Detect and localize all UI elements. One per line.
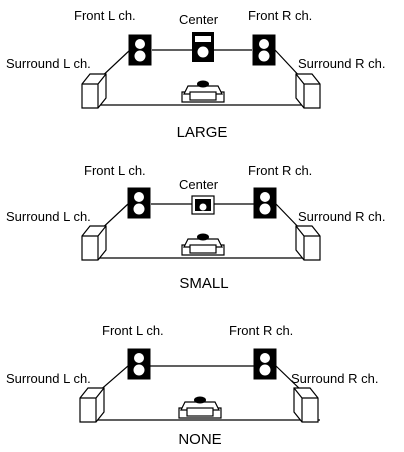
diagram-small: Front L ch. Center Front R ch. Surround … — [6, 163, 385, 292]
front-l-speaker — [128, 34, 152, 66]
listener-seat — [181, 79, 225, 103]
mode-label-large: LARGE — [177, 124, 228, 141]
diagram-none: Front L ch. Front R ch. Surround L ch. S… — [6, 323, 378, 448]
front-l-label: Front L ch. — [84, 163, 146, 178]
front-l-speaker — [127, 187, 151, 219]
mode-label-small: SMALL — [179, 275, 228, 292]
front-r-label: Front R ch. — [248, 163, 312, 178]
front-r-speaker — [253, 187, 277, 219]
surround-l-label: Surround L ch. — [6, 209, 91, 224]
surround-r-speaker — [293, 387, 319, 423]
mode-label-none: NONE — [178, 431, 221, 448]
front-r-speaker — [252, 34, 276, 66]
surround-r-label: Surround R ch. — [291, 371, 378, 386]
center-label: Center — [179, 12, 219, 27]
surround-l-label: Surround L ch. — [6, 371, 91, 386]
surround-r-speaker — [295, 225, 321, 261]
front-l-label: Front L ch. — [74, 8, 136, 23]
center-speaker-small — [191, 195, 215, 215]
surround-r-speaker — [295, 73, 321, 109]
front-r-label: Front R ch. — [248, 8, 312, 23]
front-r-label: Front R ch. — [229, 323, 293, 338]
diagram-large: Front L ch. Center Front R ch. Surround … — [6, 8, 385, 141]
center-speaker-large — [192, 32, 214, 62]
surround-l-label: Surround L ch. — [6, 56, 91, 71]
listener-seat — [181, 232, 225, 256]
front-l-label: Front L ch. — [102, 323, 164, 338]
surround-l-speaker — [79, 387, 105, 423]
front-r-speaker — [253, 348, 277, 380]
center-label: Center — [179, 177, 219, 192]
listener-seat — [178, 395, 222, 419]
surround-l-speaker — [81, 225, 107, 261]
surround-l-speaker — [81, 73, 107, 109]
surround-r-label: Surround R ch. — [298, 209, 385, 224]
surround-r-label: Surround R ch. — [298, 56, 385, 71]
front-l-speaker — [127, 348, 151, 380]
